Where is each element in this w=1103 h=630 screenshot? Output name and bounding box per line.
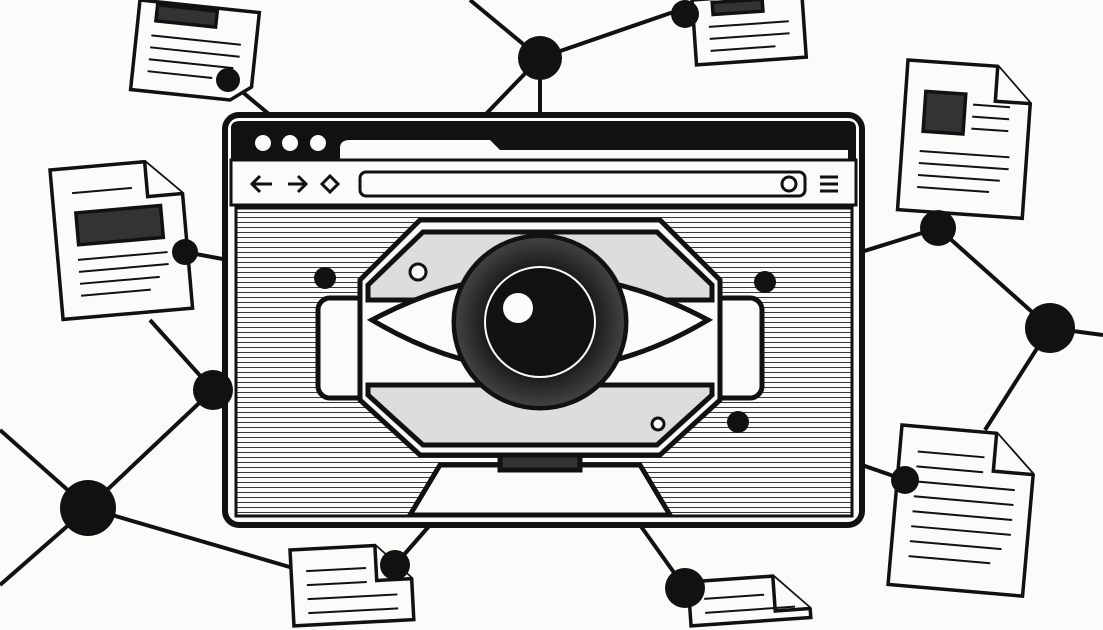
network-node-icon	[671, 0, 699, 28]
network-node-icon	[60, 480, 116, 536]
document-icon	[686, 574, 813, 628]
network-node-icon	[314, 267, 336, 289]
network-node-icon	[891, 466, 919, 494]
network-node-icon	[665, 568, 705, 608]
reload-icon	[319, 173, 341, 195]
search-circle-icon	[780, 175, 798, 193]
network-node-icon	[727, 411, 749, 433]
document-icon	[690, 0, 809, 67]
network-node-icon	[518, 36, 562, 80]
address-bar	[358, 170, 807, 198]
network-node-icon	[1025, 303, 1075, 353]
network-node-icon	[380, 550, 410, 580]
network-nodes	[60, 0, 1075, 608]
hamburger-menu-icon	[820, 175, 838, 193]
network-node-icon	[754, 271, 776, 293]
document-icon	[895, 58, 1033, 221]
three-dots-icon	[255, 135, 326, 151]
arrow-left-icon	[249, 174, 272, 194]
network-node-icon	[193, 370, 233, 410]
documents	[48, 0, 1035, 628]
network-node-icon	[920, 210, 956, 246]
network-node-icon	[172, 239, 198, 265]
document-icon	[128, 0, 262, 102]
document-icon	[886, 423, 1035, 599]
robot-eye-icon	[315, 217, 765, 518]
arrow-right-icon	[288, 174, 309, 194]
network-node-icon	[216, 68, 240, 92]
document-icon	[48, 159, 195, 322]
